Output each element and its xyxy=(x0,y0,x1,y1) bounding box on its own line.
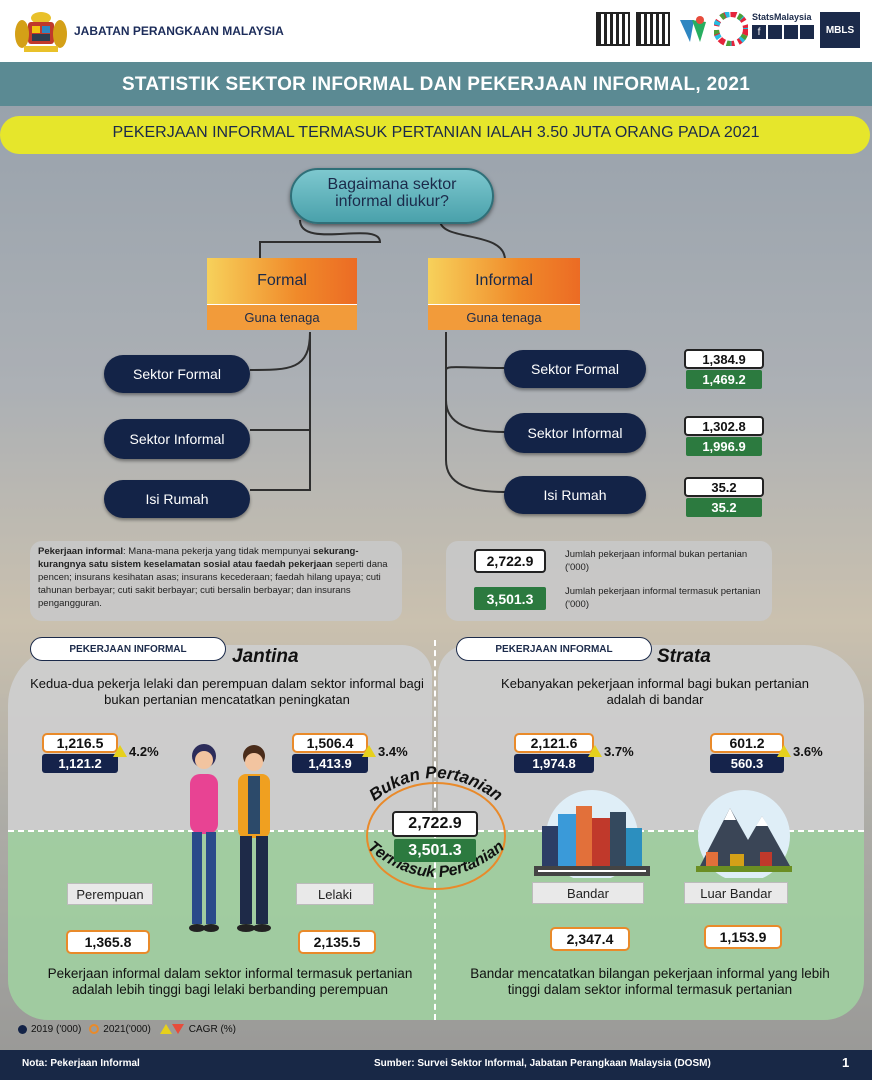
footer-source: Sumber: Survei Sektor Informal, Jabatan … xyxy=(374,1058,711,1069)
mbls-logo: MBLS xyxy=(820,12,860,48)
urban-incl-agri: 2,347.4 xyxy=(550,927,630,951)
total-incl-agri-label: Jumlah pekerjaan informal termasuk perta… xyxy=(565,586,761,610)
female-incl-agri: 1,365.8 xyxy=(66,930,150,954)
legend-2021-dot xyxy=(89,1024,100,1034)
youtube-icon[interactable] xyxy=(800,25,814,39)
male-value-2019: 1,413.9 xyxy=(292,754,368,773)
page-title: STATISTIK SEKTOR INFORMAL DAN PEKERJAAN … xyxy=(121,74,751,95)
urban-value-2019: 1,974.8 xyxy=(514,754,594,773)
rural-value-2021: 601.2 xyxy=(710,733,784,753)
dosm-logo-icon xyxy=(676,12,710,46)
informal-guna-tenaga: Guna tenaga xyxy=(428,304,580,330)
headline: PEKERJAAN INFORMAL TERMASUK PERTANIAN IA… xyxy=(112,124,760,141)
cagr-up-icon xyxy=(588,745,602,757)
urban-label: Bandar xyxy=(532,882,644,904)
rural-incl-agri: 1,153.9 xyxy=(704,925,782,949)
rural-value-2019: 560.3 xyxy=(710,754,784,773)
header xyxy=(0,0,872,62)
sdg-wheel-icon xyxy=(713,11,749,47)
statsmalaysia-label: StatsMalaysia xyxy=(752,12,812,22)
total-non-agri-value: 2,722.9 xyxy=(474,549,546,573)
definition-text: Pekerjaan informal: Mana-mana pekerja ya… xyxy=(38,546,388,609)
male-label: Lelaki xyxy=(296,883,374,905)
formal-box: Formal xyxy=(207,258,357,304)
legend-2019-label: 2019 ('000) xyxy=(31,1023,82,1035)
legend-2021-label: 2021('000) xyxy=(103,1023,151,1035)
title-bar xyxy=(0,62,872,106)
female-value-2021: 1,216.5 xyxy=(42,733,118,753)
formal-guna-tenaga: Guna tenaga xyxy=(207,304,357,330)
left-item-sektor-informal: Sektor Informal xyxy=(104,419,250,459)
female-cagr: 4.2% xyxy=(129,744,159,759)
total-incl-agri-value: 3,501.3 xyxy=(474,587,546,610)
coat-of-arms-logo xyxy=(12,8,70,56)
qr-code-icon[interactable] xyxy=(596,12,630,46)
legend: 2019 ('000) 2021('000) CAGR (%) xyxy=(18,1023,236,1035)
strata-title: Strata xyxy=(657,646,711,667)
right-item-sektor-informal: Sektor Informal xyxy=(504,413,646,453)
cagr-legend-icon xyxy=(159,1024,184,1034)
center-ring xyxy=(366,782,506,890)
formal-value-2021: 1,469.2 xyxy=(686,370,762,389)
headline-bar xyxy=(0,116,870,154)
right-item-sektor-formal: Sektor Formal xyxy=(504,350,646,388)
left-item-isi-rumah: Isi Rumah xyxy=(104,480,250,518)
gender-title: Jantina xyxy=(232,646,299,667)
urban-value-2021: 2,121.6 xyxy=(514,733,594,753)
male-incl-agri: 2,135.5 xyxy=(298,930,376,954)
question-text: Bagaimana sektor informal diukur? xyxy=(327,176,457,210)
svg-text:Bukan Pertanian: Bukan Pertanian xyxy=(366,763,507,805)
city-icon xyxy=(528,786,656,882)
mountain-village-icon xyxy=(690,786,798,882)
gender-desc: Kedua-dua pekerja lelaki dan perempuan d… xyxy=(30,676,424,707)
legend-cagr-label: CAGR (%) xyxy=(188,1023,237,1035)
social-icons: f xyxy=(752,25,814,39)
isi-rumah-value-2021: 35.2 xyxy=(686,498,762,517)
strata-pill: PEKERJAAN INFORMAL xyxy=(456,637,652,661)
footer-note: Nota: Pekerjaan Informal xyxy=(22,1058,140,1069)
strata-bottom-desc: Bandar mencatatkan bilangan pekerjaan in… xyxy=(470,966,830,997)
male-value-2021: 1,506.4 xyxy=(292,733,368,753)
isi-rumah-value-2019: 35.2 xyxy=(684,477,764,497)
org-name: JABATAN PERANGKAAN MALAYSIA xyxy=(74,24,284,38)
urban-cagr: 3.7% xyxy=(604,744,634,759)
twitter-icon[interactable] xyxy=(784,25,798,39)
strata-desc: Kebanyakan pekerjaan informal bagi bukan… xyxy=(501,676,809,707)
formal-value-2019: 1,384.9 xyxy=(684,349,764,369)
male-cagr: 3.4% xyxy=(378,744,408,759)
definition-panel xyxy=(30,541,402,621)
female-value-2019: 1,121.2 xyxy=(42,754,118,773)
page-number: 1 xyxy=(842,1055,850,1070)
arc-top-label: Bukan Pertanian xyxy=(366,763,507,805)
footer xyxy=(0,1050,872,1080)
legend-2019-dot xyxy=(18,1024,27,1034)
rural-cagr: 3.6% xyxy=(793,744,823,759)
tree-connectors xyxy=(249,219,506,493)
informal-value-2021: 1,996.9 xyxy=(686,437,762,456)
informal-value-2019: 1,302.8 xyxy=(684,416,764,436)
cagr-up-icon xyxy=(362,745,376,757)
instagram-icon[interactable] xyxy=(768,25,782,39)
strata-panel-top xyxy=(438,645,864,830)
question-pill xyxy=(290,168,494,224)
rural-label: Luar Bandar xyxy=(684,882,788,904)
left-item-sektor-formal: Sektor Formal xyxy=(104,355,250,393)
cagr-up-icon xyxy=(113,745,127,757)
people-illustration xyxy=(176,738,286,938)
center-incl-agri-value: 3,501.3 xyxy=(394,839,476,862)
total-non-agri-label: Jumlah pekerjaan informal bukan pertania… xyxy=(565,549,748,573)
informal-box: Informal xyxy=(428,258,580,304)
qr-code-icon[interactable] xyxy=(636,12,670,46)
gender-bottom-desc: Pekerjaan informal dalam sektor informal… xyxy=(47,966,413,997)
cagr-up-icon xyxy=(777,745,791,757)
gender-pill: PEKERJAAN INFORMAL xyxy=(30,637,226,661)
right-item-isi-rumah: Isi Rumah xyxy=(504,476,646,514)
female-label: Perempuan xyxy=(67,883,153,905)
center-non-agri-value: 2,722.9 xyxy=(392,811,478,837)
facebook-icon[interactable]: f xyxy=(752,25,766,39)
